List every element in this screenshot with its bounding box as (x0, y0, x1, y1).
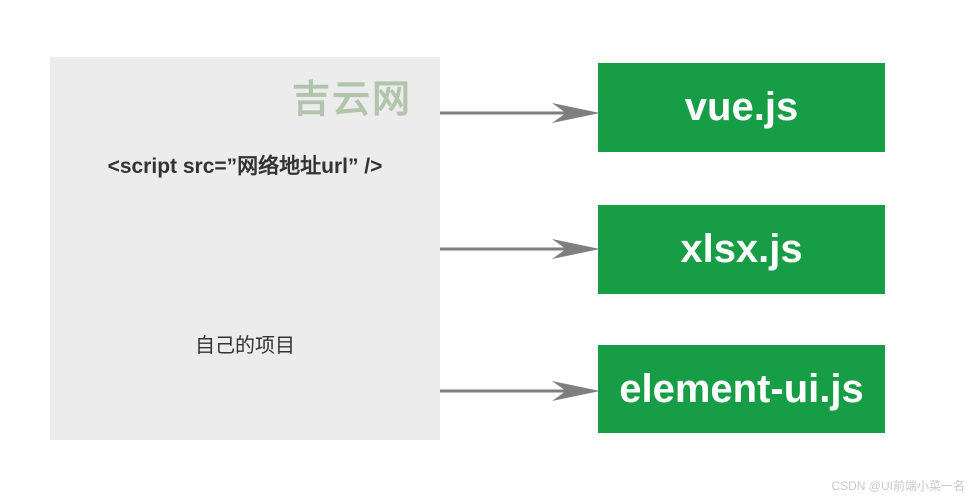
library-box-xlsxjs: xlsx.js (598, 205, 885, 294)
library-box-elementuijs: element-ui.js (598, 345, 885, 433)
library-label: element-ui.js (619, 366, 864, 411)
csdn-credit-watermark: CSDN @UI前端小菜一名 (831, 479, 965, 493)
project-label: 自己的项目 (195, 335, 295, 357)
arrow-to-vuejs (440, 101, 600, 125)
project-box: 吉云网 <script src=”网络地址url” /> 自己的项目 (50, 57, 440, 440)
library-box-vuejs: vue.js (598, 63, 885, 152)
library-label: vue.js (684, 85, 799, 129)
arrow-to-xlsxjs (440, 237, 600, 261)
script-tag-text: <script src=”网络地址url” /> (107, 155, 383, 178)
arrow-right-icon (440, 103, 600, 123)
arrow-right-icon (440, 239, 600, 259)
site-watermark: 吉云网 (291, 79, 412, 121)
arrow-to-elementuijs (440, 379, 600, 403)
library-label: xlsx.js (680, 227, 803, 271)
arrow-right-icon (440, 381, 600, 401)
